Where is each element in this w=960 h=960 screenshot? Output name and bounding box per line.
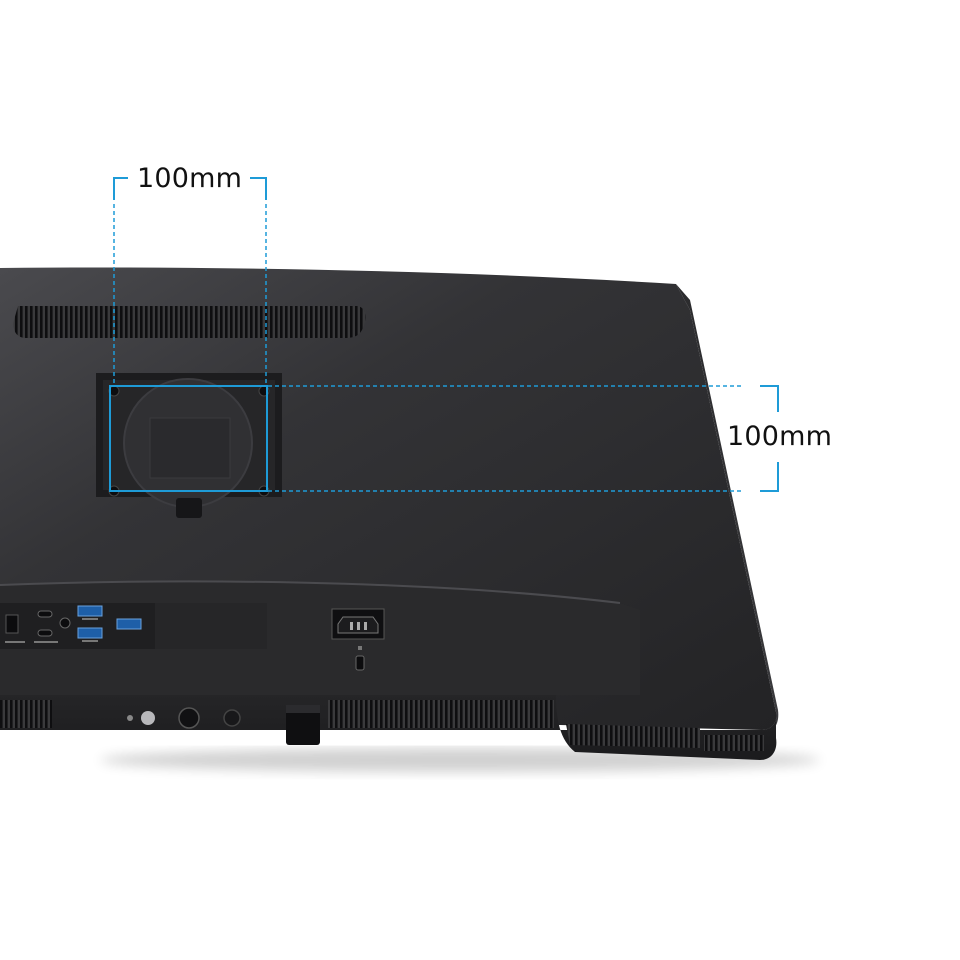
menu-button [223, 709, 241, 727]
stand-connector-top [286, 705, 320, 713]
vesa-center-plate [149, 417, 231, 479]
vesa-outline [109, 385, 268, 492]
vertical-dimension-marker [268, 385, 779, 492]
vertical-dimension-label: 100mm [727, 421, 833, 452]
power-indicator-icon [127, 715, 133, 721]
usb-a-port-icon [77, 605, 103, 617]
vesa-release-tab [176, 498, 202, 518]
port-panel [0, 603, 387, 671]
bottom-vent-left [0, 700, 52, 728]
joystick-button [178, 707, 200, 729]
bottom-vent-right [566, 724, 700, 748]
stand-connector [286, 705, 320, 745]
usb-a-port-icon [77, 627, 103, 639]
horizontal-dimension-label: 100mm [137, 163, 243, 194]
usb-c-port-icon [37, 610, 53, 618]
power-button [141, 711, 155, 725]
bottom-vent-far-right [704, 735, 764, 751]
lower-housing-ridge [0, 580, 621, 604]
usb-c-port-icon [37, 629, 53, 637]
audio-jack-icon [59, 617, 71, 629]
usb-a-port-icon [116, 618, 142, 630]
horizontal-dimension-marker [113, 177, 267, 386]
vesa-screw-holes [108, 385, 270, 497]
bottom-vent-center [328, 700, 554, 728]
lock-slot-icon [355, 655, 365, 671]
top-vent-grille [13, 306, 366, 338]
control-buttons [127, 707, 241, 729]
hdmi-port-icon [5, 614, 19, 634]
